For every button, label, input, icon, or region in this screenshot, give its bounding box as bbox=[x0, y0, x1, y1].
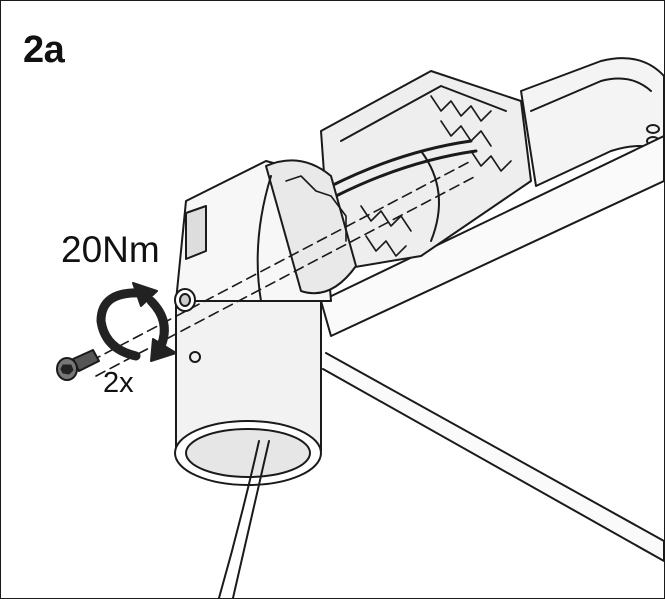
frame-arm bbox=[520, 57, 664, 187]
step-label: 2a bbox=[23, 29, 65, 71]
screw-quantity: 2x bbox=[103, 367, 134, 399]
frame-tube bbox=[320, 135, 664, 562]
hex-socket-screw-icon bbox=[56, 349, 100, 381]
torque-value: 20Nm bbox=[61, 229, 160, 270]
clockwise-rotation-arrow-icon bbox=[96, 282, 177, 362]
cable bbox=[218, 440, 270, 598]
tube-socket bbox=[174, 159, 357, 486]
screw-hole bbox=[174, 288, 196, 312]
